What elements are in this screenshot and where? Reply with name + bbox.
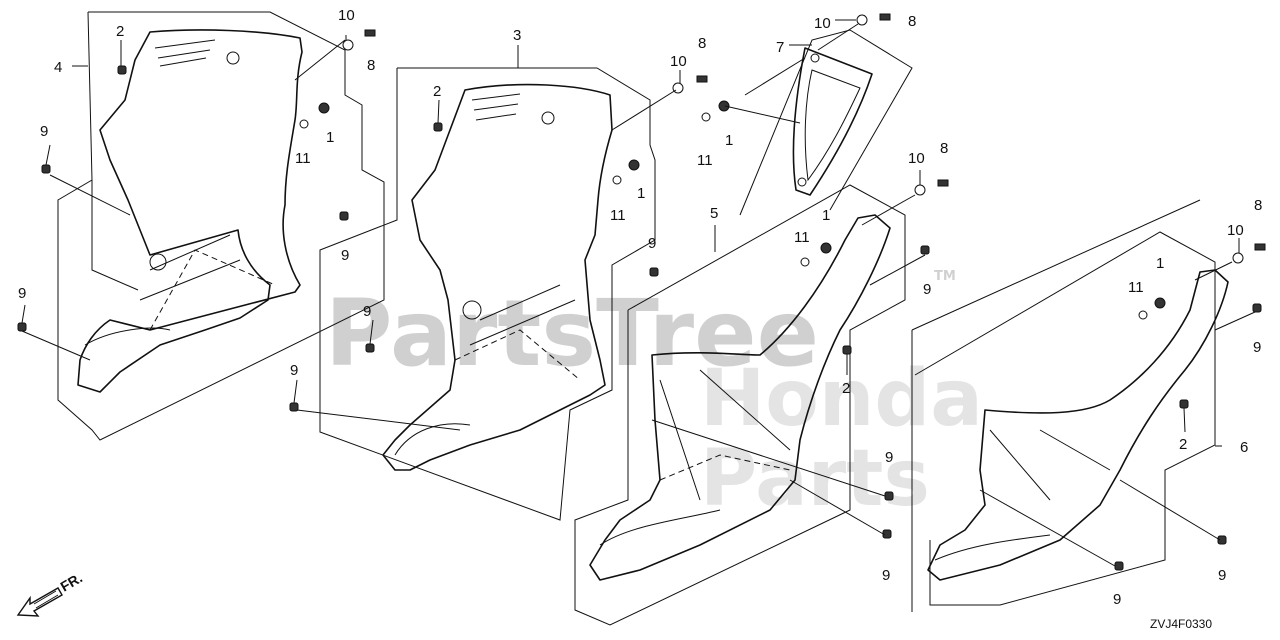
clip-11-icon — [299, 119, 309, 129]
nut-1-icon — [718, 100, 730, 112]
washer-10-icon — [342, 39, 354, 51]
callout-3: 3 — [513, 27, 521, 44]
washer-10-icon — [856, 14, 868, 26]
callout-9: 9 — [290, 362, 298, 379]
callout-11: 11 — [295, 150, 311, 167]
part-group-7 — [701, 13, 913, 216]
hardware-group-4 — [17, 29, 376, 332]
hardware-group-6 — [1114, 243, 1266, 571]
washer-10-icon — [914, 184, 926, 196]
callout-11: 11 — [1128, 279, 1144, 296]
watermark: PartsTree TM Honda Parts — [325, 269, 983, 524]
nut-1-icon — [820, 242, 832, 254]
bolt-8-icon — [1254, 243, 1266, 251]
callout-9: 9 — [1253, 339, 1261, 356]
nut-1-icon — [318, 102, 330, 114]
callout-1: 1 — [637, 185, 645, 202]
callout-9: 9 — [885, 449, 893, 466]
callout-9: 9 — [363, 303, 371, 320]
callout-9: 9 — [648, 235, 656, 252]
callout-8: 8 — [908, 13, 916, 30]
callout-11: 11 — [697, 152, 713, 169]
callout-8: 8 — [1254, 197, 1262, 214]
clip-2-icon — [117, 65, 127, 75]
nut-1-icon — [1154, 297, 1166, 309]
callout-8: 8 — [367, 57, 375, 74]
callout-1: 1 — [1156, 255, 1164, 272]
callout-2: 2 — [1179, 436, 1187, 453]
front-label: FR. — [58, 569, 86, 594]
watermark-brand: PartsTree — [325, 280, 819, 387]
screw-9-icon — [920, 245, 930, 255]
callout-9: 9 — [882, 567, 890, 584]
watermark-tm: TM — [934, 269, 956, 284]
screw-9-icon — [884, 491, 894, 501]
leader-lines — [21, 19, 1256, 567]
clip-2-icon — [433, 122, 443, 132]
callout-4: 4 — [54, 59, 62, 76]
nut-1-icon — [628, 159, 640, 171]
callout-9: 9 — [923, 281, 931, 298]
clip-11-icon — [612, 175, 622, 185]
hardware-group-3 — [289, 75, 708, 412]
diagram-code: ZVJ4F0330 — [1150, 617, 1212, 631]
washer-10-icon — [672, 82, 684, 94]
screw-9-icon — [41, 164, 51, 174]
part-group-5 — [574, 179, 949, 626]
callout-9: 9 — [341, 247, 349, 264]
callout-8: 8 — [698, 35, 706, 52]
watermark-line2: Parts — [700, 434, 930, 524]
callout-7: 7 — [776, 39, 784, 56]
screw-9-icon — [289, 402, 299, 412]
callout-2: 2 — [433, 83, 441, 100]
callout-2: 2 — [842, 380, 850, 397]
clip-2-icon — [842, 345, 852, 355]
callout-1: 1 — [326, 129, 334, 146]
washer-10-icon — [1232, 252, 1244, 264]
screw-9-icon — [649, 267, 659, 277]
screw-9-icon — [1217, 535, 1227, 545]
clip-11-icon — [701, 112, 711, 122]
screw-9-icon — [339, 211, 349, 221]
bolt-8-icon — [879, 13, 891, 21]
clip-2-icon — [1179, 399, 1189, 409]
bolt-8-icon — [937, 179, 949, 187]
callout-2: 2 — [116, 23, 124, 40]
clip-11-icon — [1138, 310, 1148, 320]
watermark-line1: Honda — [700, 354, 983, 444]
part-group-3 — [289, 67, 708, 521]
callout-10: 10 — [814, 15, 831, 32]
callout-9: 9 — [1218, 567, 1226, 584]
front-direction-indicator: FR. — [16, 569, 86, 617]
callout-9: 9 — [1113, 591, 1121, 608]
callout-8: 8 — [940, 140, 948, 157]
screw-9-icon — [1252, 303, 1262, 313]
callout-6: 6 — [1240, 439, 1248, 456]
callout-10: 10 — [908, 150, 925, 167]
clip-11-icon — [800, 257, 810, 267]
bolt-8-icon — [364, 29, 376, 37]
callout-10: 10 — [1227, 222, 1244, 239]
callout-9: 9 — [40, 123, 48, 140]
callouts: 4 2 10 8 9 9 11 1 9 3 2 10 8 11 1 11 1 9… — [18, 7, 1262, 608]
callout-9: 9 — [18, 285, 26, 302]
part-group-4 — [17, 11, 385, 441]
bolt-8-icon — [696, 75, 708, 83]
callout-11: 11 — [794, 229, 810, 246]
callout-1: 1 — [725, 132, 733, 149]
callout-10: 10 — [338, 7, 355, 24]
screw-9-icon — [17, 322, 27, 332]
screw-9-icon — [1114, 561, 1124, 571]
screw-9-icon — [365, 343, 375, 353]
callout-11: 11 — [610, 207, 626, 224]
callout-5: 5 — [710, 205, 718, 222]
hardware-group-7 — [701, 13, 891, 122]
callout-10: 10 — [670, 53, 687, 70]
part-group-6 — [911, 199, 1266, 612]
front-arrow-icon — [16, 587, 63, 617]
callout-1: 1 — [822, 207, 830, 224]
